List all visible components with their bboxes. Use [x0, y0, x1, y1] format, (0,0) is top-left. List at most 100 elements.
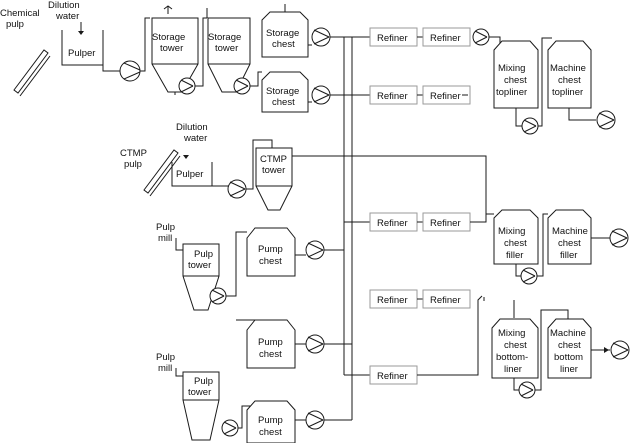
pump-chest-3: Pump chest: [246, 400, 296, 443]
mixing-chest-filler-label: Mixing chest filler: [498, 226, 529, 261]
pipe-r1-mixing: [489, 36, 501, 45]
pump-mt-mark: [523, 119, 537, 133]
storage-tower-1-inlet: [163, 5, 173, 14]
mixing-chest-bottomliner: Mixing chest bottom- liner: [491, 300, 539, 379]
mixing-chest-filler: Mixing chest filler: [493, 209, 539, 265]
pipe-machine-top-pump: [568, 108, 596, 121]
arrow-down-icon: [78, 31, 84, 35]
refiner-4b: [422, 289, 471, 309]
pump-st2-mark: [235, 79, 249, 93]
pulper-1-vessel: [61, 30, 104, 66]
conveyor-1-rail: [19, 55, 51, 97]
pulper-1-label: Pulper: [68, 48, 95, 59]
pipe-to-storage-tower-1: [140, 17, 150, 72]
refiner-1b: [422, 27, 471, 47]
refiner-3a-label: Refiner: [377, 218, 408, 229]
pump-mct-icon: [596, 110, 616, 130]
storage-chest-2-body: [261, 71, 309, 113]
storage-tower-1-label: Storage tower: [152, 32, 188, 54]
pulp-tower-2-label: Pulp tower: [188, 376, 216, 398]
arrow-right-icon: [604, 347, 609, 353]
pump-r1-mark: [474, 30, 488, 44]
pipe-to-ctmp-tower: [246, 139, 256, 190]
refiner-1a-label: Refiner: [377, 33, 408, 44]
pump-pc1-mark: [307, 242, 324, 258]
pulp-tower-2: Pulp tower: [182, 371, 220, 441]
pipe-pulpmill1: [175, 238, 183, 251]
pump-mct-mark: [598, 112, 615, 128]
machine-chest-topliner-label: Machine chest topliner: [550, 63, 589, 98]
refiner-row1: Refiner Refiner: [369, 27, 471, 47]
pulper-1: Pulper: [61, 30, 104, 66]
pipe-r3-filler: [470, 213, 494, 223]
chemical-pulp-label: Chemical pulp: [0, 8, 42, 30]
pump-pc2-mark: [307, 336, 324, 352]
refiner-2a-label: Refiner: [377, 91, 408, 102]
pump-mcf-icon: [609, 228, 629, 248]
dilution-water-2-label: Dilution water: [176, 122, 210, 144]
pulp-mill-1-label: Pulp mill: [156, 222, 178, 244]
pipe-r5-bottomliner: [417, 295, 483, 376]
storage-tower-2: Storage tower: [206, 8, 251, 93]
machine-chest-filler: Machine chest filler: [547, 209, 592, 265]
pipe-mb-pump: [513, 378, 519, 391]
pump-st1-mark: [180, 79, 194, 93]
refiner-3b-label: Refiner: [430, 218, 461, 229]
refiner-2b: [422, 85, 471, 105]
pump-chest-3-body: [246, 400, 296, 443]
ctmp-tower-inlet: [256, 139, 273, 148]
machine-chest-topliner: Machine chest topliner: [547, 40, 592, 109]
pump-mf-mark: [522, 269, 536, 283]
refiner-5a-label: Refiner: [377, 371, 408, 382]
refiner-4a-label: Refiner: [377, 295, 408, 306]
pipe-st2-chest2: [250, 71, 262, 87]
pipe-mb-machine: [535, 309, 569, 391]
refiner-4b-label: Refiner: [430, 295, 461, 306]
pump-chest-2-label: Pump chest: [258, 337, 285, 360]
pipe-pulpmill2: [175, 368, 183, 377]
pump-1-icon: [119, 60, 141, 82]
pump-pt1-mark: [211, 289, 225, 303]
conveyor-2: [143, 149, 179, 194]
machine-chest-bottomliner-label: Machine chest bottom liner: [550, 328, 589, 375]
pump-mcb-icon: [610, 340, 630, 360]
arrow-down-icon: [183, 155, 189, 159]
storage-chest-1: Storage chest: [261, 4, 309, 58]
pipe-pulper1-pump: [102, 65, 120, 72]
storage-chest-2: Storage chest: [261, 71, 309, 113]
machine-chest-filler-body: [547, 209, 592, 265]
pipe-pt2-pumpchest: [238, 405, 256, 429]
pipe-mf-machine: [537, 213, 548, 277]
pulper-2-vessel: [171, 162, 213, 187]
pulper-2-label: Pulper: [176, 169, 203, 180]
machine-chest-bottomliner: Machine chest bottom liner: [547, 318, 592, 379]
pipe-mf-pump: [515, 264, 521, 277]
ctmp-tower: CTMP tower: [255, 139, 293, 211]
pump-2-mark: [229, 181, 246, 197]
storage-tower-2-label: Storage tower: [208, 32, 244, 54]
conveyor-1: [13, 49, 49, 94]
refiner-row3: Refiner Refiner: [369, 212, 471, 232]
dilution-water-1: Dilution water: [48, 0, 84, 35]
pump-1-mark: [123, 62, 141, 80]
pipe-ctmp-filler: [292, 155, 487, 214]
ctmp-tower-label: CTMP tower: [260, 154, 289, 176]
pulp-tower-1-label: Pulp tower: [188, 249, 216, 271]
machine-chest-topliner-body: [547, 40, 592, 109]
pump-mcf-mark: [611, 230, 628, 246]
pump-mb-mark: [520, 383, 534, 397]
refiner-2b-label: Refiner: [430, 91, 461, 102]
refiner-1b-label: Refiner: [430, 33, 461, 44]
machine-chest-bottomliner-body: [547, 318, 592, 379]
refiner-row4: Refiner Refiner: [369, 289, 471, 309]
refiner-row2: Refiner Refiner: [369, 85, 471, 105]
pump-mcb-mark: [612, 342, 629, 358]
pump-pc3-mark: [307, 412, 324, 428]
ctmp-pulp-label: CTMP pulp: [120, 148, 149, 170]
storage-chest-2-label: Storage chest: [266, 86, 302, 108]
mixing-chest-bottomliner-label: Mixing chest bottom- liner: [496, 328, 531, 375]
storage-chest-1-body: [261, 11, 309, 58]
pulper-2: Pulper: [171, 162, 213, 187]
